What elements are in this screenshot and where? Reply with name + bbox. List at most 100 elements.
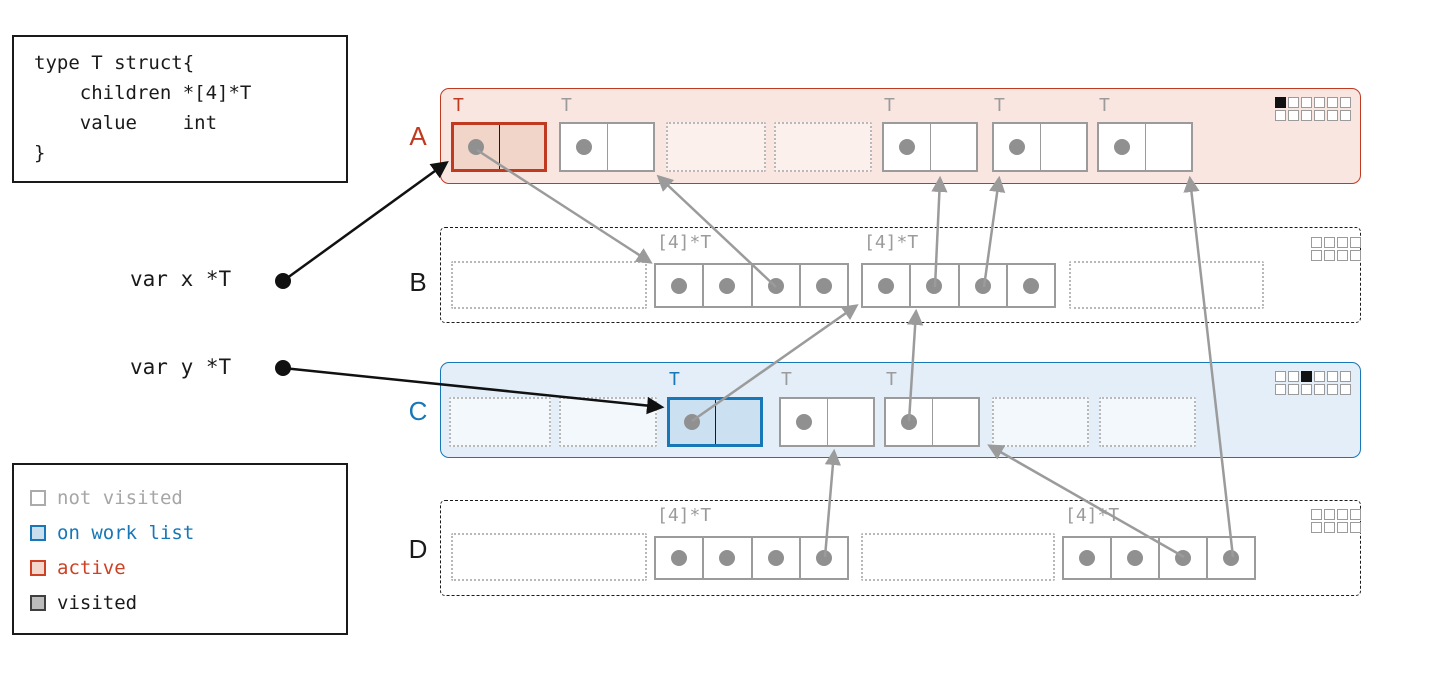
legend-item-on-work-list: on work list [30,515,346,550]
bitmap-bit [1301,384,1312,395]
array-elem-cell [798,265,847,306]
free-slot [1069,261,1264,309]
pointer-dot-icon [1113,139,1130,155]
pointer-dot-icon [671,277,688,294]
bitmap-bit [1327,384,1338,395]
type-label: T [884,95,895,116]
children-field-cell [1099,124,1146,170]
children-field-cell [884,124,931,170]
free-slot [861,533,1055,581]
array-elem-cell [1005,265,1054,306]
bitmap-bit [1314,97,1325,108]
bitmap-bit [1350,237,1361,248]
legend-item-visited: visited [30,585,346,620]
bitmap-bit [1327,110,1338,121]
pointer-dot-icon [1175,550,1191,566]
value-field-cell [931,124,977,170]
children-field-cell [994,124,1041,170]
type-label: [4]*T [864,232,919,253]
value-field-cell [608,124,654,170]
value-field-cell [933,399,979,445]
bitmap-bit [1301,110,1312,121]
type-definition-box: type T struct{ children *[4]*T value int… [12,35,348,183]
free-slot [451,261,647,309]
bitmap-bit [1350,522,1361,533]
struct-object [1097,122,1193,172]
bitmap-bit [1337,237,1348,248]
bitmap-bit [1301,97,1312,108]
legend-label: active [57,556,126,579]
bitmap-bit [1324,250,1335,261]
mark-bitmap-icon [1275,371,1351,395]
array-elem-cell [702,265,750,306]
mark-bitmap-icon [1275,97,1351,121]
pointer-dot-icon [878,277,895,294]
pointer-dot-icon [1022,277,1039,294]
pointer-dot-icon [1127,550,1143,566]
legend: not visited on work list active visited [12,463,348,635]
region-b-label: B [409,267,427,297]
type-label: T [669,369,680,390]
pointer-dot-icon [898,139,915,155]
heap-span-b: [4]*T [4]*T [440,227,1361,323]
free-slot [559,397,657,447]
array-elem-cell [1158,538,1206,578]
bitmap-bit [1314,110,1325,121]
array-object [654,263,849,308]
type-label: T [781,369,792,390]
array-elem-cell [863,265,909,306]
children-field-cell [454,125,500,169]
free-slot [1099,397,1196,447]
bitmap-bit [1337,250,1348,261]
bitmap-bit [1327,371,1338,382]
struct-object [779,397,875,447]
array-elem-cell [1206,538,1254,578]
struct-object [992,122,1088,172]
array-elem-cell [702,538,750,578]
value-field-cell [1041,124,1087,170]
legend-item-not-visited: not visited [30,480,346,515]
pointer-dot-icon [1008,139,1025,155]
legend-label: on work list [57,521,195,544]
region-c-label: C [408,396,428,426]
type-label: T [453,95,464,116]
bitmap-bit [1324,237,1335,248]
bitmap-bit [1311,522,1322,533]
free-slot [992,397,1089,447]
bitmap-bit [1314,384,1325,395]
pointer-dot-icon [926,277,943,294]
bitmap-bit [1314,371,1325,382]
array-elem-cell [957,265,1006,306]
pointer-dot-icon [1079,550,1095,566]
var-x-label: var x *T [130,267,232,291]
region-a-label: A [409,121,427,151]
bitmap-bit [1311,237,1322,248]
pointer-dot-icon [767,550,784,566]
legend-swatch-visited-icon [30,594,46,611]
type-label: [4]*T [657,505,712,526]
bitmap-bit [1275,371,1286,382]
struct-object [882,122,978,172]
array-elem-cell [1064,538,1110,578]
bitmap-bit [1340,97,1351,108]
var-y-dot-icon [275,360,291,376]
pointer-dot-icon [767,277,784,294]
pointer-dot-icon [671,550,688,566]
value-field-cell [500,125,545,169]
value-field-cell [828,399,874,445]
type-label: [4]*T [1065,505,1120,526]
legend-label: not visited [57,486,183,509]
array-object [861,263,1056,308]
pointer-dot-icon [815,277,832,294]
type-definition-code: type T struct{ children *[4]*T value int… [34,52,252,164]
children-field-cell [781,399,828,445]
array-elem-cell [656,538,702,578]
var-x-dot-icon [275,273,291,289]
free-slot [666,122,766,172]
bitmap-bit [1301,371,1312,382]
pointer-dot-icon [900,414,917,430]
heap-span-d: [4]*T [4]*T [440,500,1361,596]
children-field-cell [561,124,608,170]
array-elem-cell [750,265,799,306]
